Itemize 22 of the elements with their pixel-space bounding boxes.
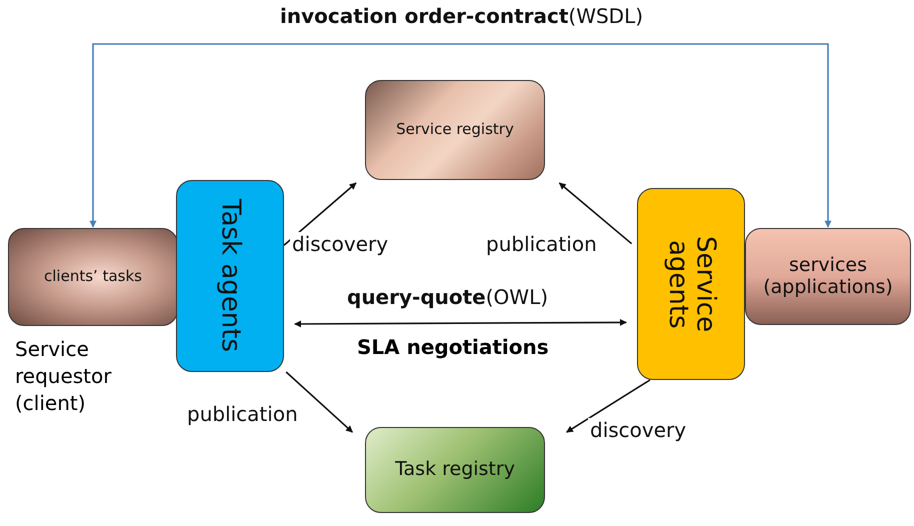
arrow [566, 379, 650, 433]
arrow [283, 182, 357, 246]
node-label: clients’ tasks [44, 268, 142, 286]
edge-label: discovery [290, 232, 390, 256]
node-label: services (applications) [762, 254, 894, 298]
node-label: Service agents [664, 234, 718, 334]
edge-label: discovery [588, 418, 688, 442]
arrow [294, 318, 627, 328]
agent-box [176, 180, 284, 372]
node-label: Task registry [395, 459, 515, 481]
node-label: Service registry [396, 121, 514, 139]
node-caption: Service requestor (client) [15, 336, 112, 417]
arrow [90, 43, 832, 228]
registry-box [365, 80, 545, 180]
service-box [745, 228, 911, 325]
node-label: Task agents [216, 199, 244, 353]
agent-box [637, 188, 745, 380]
arrow [286, 371, 353, 433]
arrow [558, 182, 632, 244]
note-text: SLA negotiations [357, 335, 549, 359]
task-box [8, 228, 178, 326]
registry-box [365, 427, 545, 513]
